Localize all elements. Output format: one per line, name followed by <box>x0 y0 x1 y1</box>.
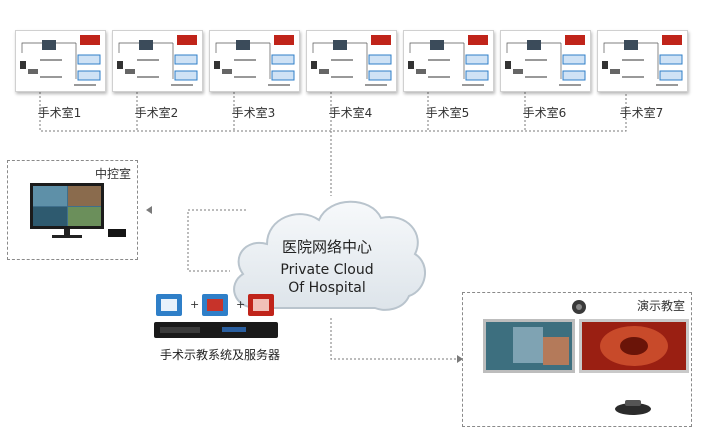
or-device-diagram-icon <box>20 35 101 86</box>
operating-room-5-thumbnail <box>403 30 494 92</box>
control-room-label: 中控室 <box>94 167 131 181</box>
arrow-to-classroom <box>457 355 463 363</box>
operating-room-4-thumbnail <box>306 30 397 92</box>
private-cloud-shape <box>233 200 427 311</box>
or-device-diagram-icon <box>311 35 392 86</box>
operating-room-3-thumbnail <box>209 30 300 92</box>
operating-room-7-label: 手术室7 <box>619 106 664 120</box>
server-system-label: 手术示教系统及服务器 <box>159 348 280 362</box>
or-device-diagram-icon <box>505 35 586 86</box>
operating-room-6-thumbnail <box>500 30 591 92</box>
or-device-diagram-icon <box>602 35 683 86</box>
operating-room-6-label: 手术室6 <box>522 106 567 120</box>
operating-room-3-label: 手术室3 <box>231 106 276 120</box>
or-device-diagram-icon <box>408 35 489 86</box>
classroom-equipment <box>483 300 689 415</box>
cloud-title-en-line2: Of Hospital <box>288 280 366 296</box>
or-device-diagram-icon <box>214 35 295 86</box>
operating-room-7-thumbnail <box>597 30 688 92</box>
svg-text:+: + <box>236 298 245 311</box>
operating-room-5-label: 手术室5 <box>425 106 470 120</box>
operating-room-1-thumbnail <box>15 30 106 92</box>
operating-room-1-label: 手术室1 <box>37 106 82 120</box>
cloud-title-cn: 医院网络中心 <box>281 238 372 256</box>
cloud-title-en-line1: Private Cloud <box>280 262 374 278</box>
arrow-to-control-room <box>146 206 152 214</box>
conference-phone-icon <box>615 403 651 415</box>
operating-room-2-label: 手术室2 <box>134 106 179 120</box>
svg-text:+: + <box>190 298 199 311</box>
server-system-icon: + + <box>154 294 278 338</box>
or-device-diagram-icon <box>117 35 198 86</box>
demo-classroom-label: 演示教室 <box>636 299 685 313</box>
operating-room-2-thumbnail <box>112 30 203 92</box>
operating-room-4-label: 手术室4 <box>328 106 373 120</box>
demo-classroom-box: 演示教室 <box>462 292 692 427</box>
control-room-box: 中控室 <box>7 160 138 260</box>
monitor-icon <box>30 183 126 238</box>
